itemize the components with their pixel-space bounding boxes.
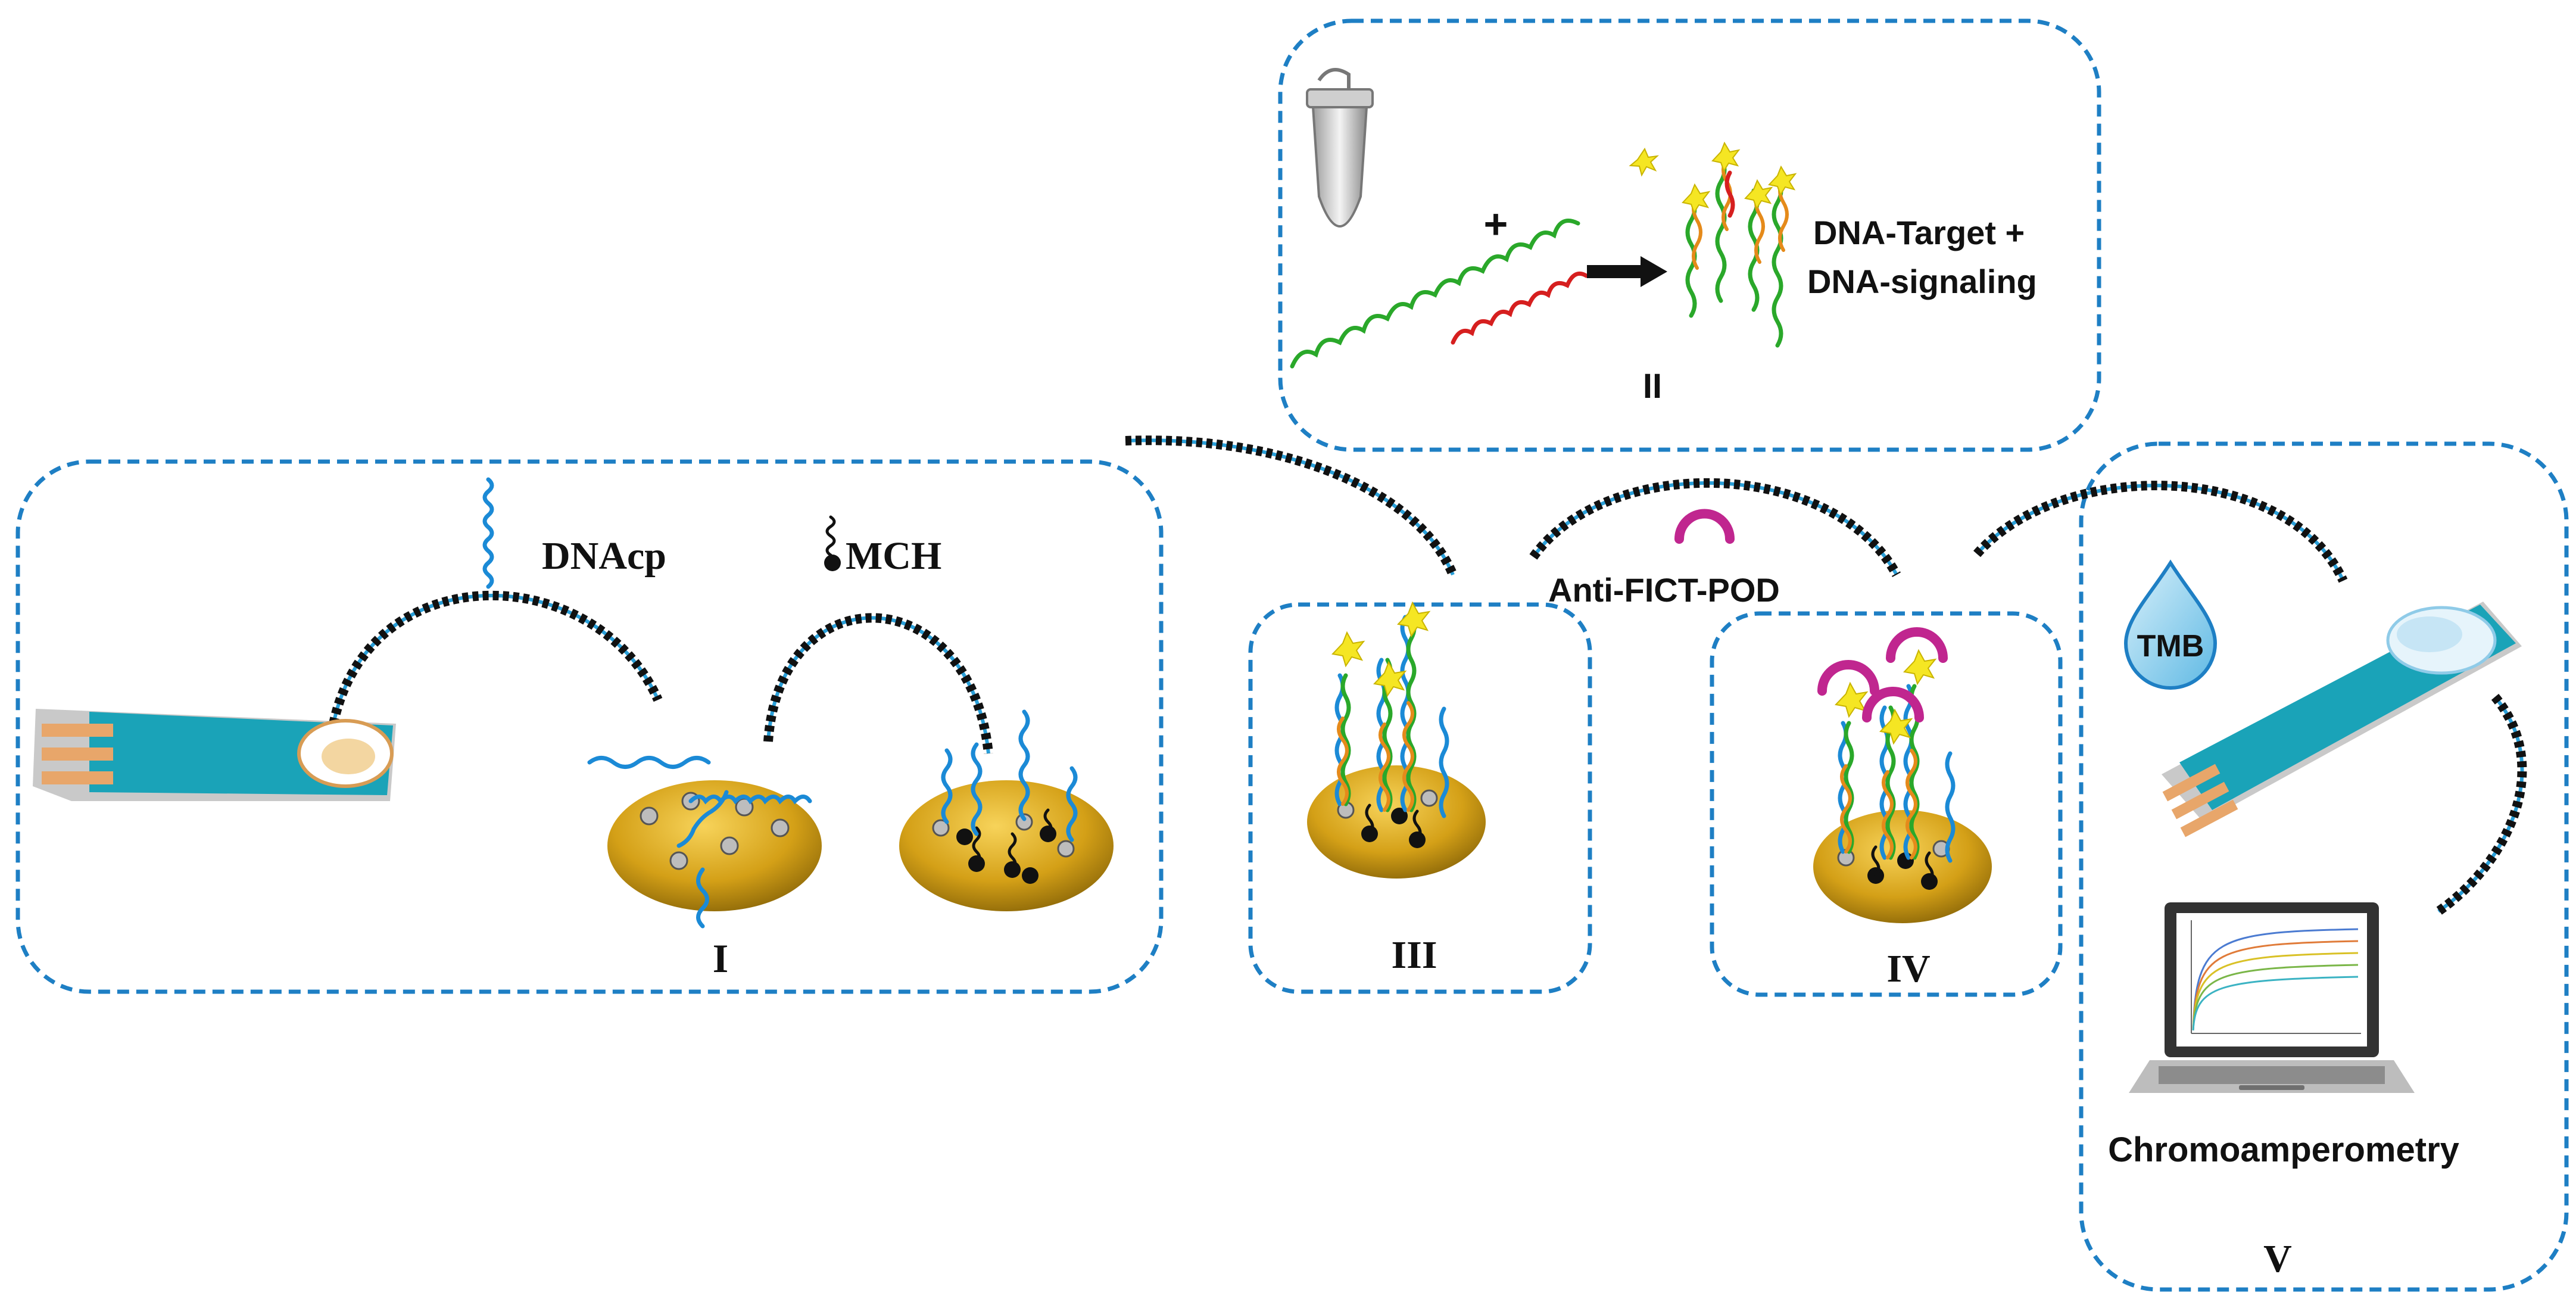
dna-signaling-strand xyxy=(1451,272,1589,345)
fluorescein-star-icon xyxy=(1629,147,1660,177)
laptop-icon xyxy=(2129,902,2415,1093)
panel-i xyxy=(15,459,1164,994)
dna-target-strand xyxy=(1290,219,1580,369)
dna-target-label-line2: DNA-signaling xyxy=(1807,263,2037,300)
anti-fict-pod-label: Anti-FICT-POD xyxy=(1548,571,1780,609)
eppendorf-tube xyxy=(1306,68,1374,228)
step-i-label: I xyxy=(713,936,728,981)
plus-sign: + xyxy=(1484,201,1508,247)
mch-label: MCH xyxy=(846,534,941,578)
dna-target-label-line1: DNA-Target + xyxy=(1813,214,2025,251)
step-iii-label: III xyxy=(1391,933,1437,977)
arrow-iv-to-v xyxy=(1973,481,2348,583)
screen-printed-electrode xyxy=(33,709,396,801)
dnacp-strand-icon xyxy=(482,477,494,589)
step-v-label: V xyxy=(2263,1237,2292,1281)
gold-electrode-hybridized xyxy=(1307,601,1486,879)
reaction-arrow-icon xyxy=(1587,256,1667,287)
dnacp-label: DNAcp xyxy=(542,534,666,578)
arrow-to-panel-iii xyxy=(1125,435,1458,577)
panel-iv xyxy=(1710,611,2063,997)
panel-v xyxy=(2079,441,2569,1292)
anti-fict-pod-icon xyxy=(1674,509,1735,544)
panel-iii xyxy=(1248,602,1592,994)
chromoamperometry-label: Chromoamperometry xyxy=(2108,1130,2459,1169)
mch-head-icon xyxy=(824,555,841,571)
tmb-label: TMB xyxy=(2137,629,2204,664)
gold-electrode-dnacp xyxy=(587,756,822,929)
chronoamperometry-curves-icon xyxy=(2191,920,2361,1034)
step-iv-label: IV xyxy=(1886,947,1930,991)
screen-printed-electrode-tmb xyxy=(2162,602,2522,837)
mch-chain-icon xyxy=(825,515,836,557)
arrow-disk-to-mch xyxy=(763,613,993,754)
gold-electrode-pod-labeled xyxy=(1813,627,1992,923)
hybridized-duplex-cluster xyxy=(1682,141,1797,348)
arrow-iii-to-iv xyxy=(1529,478,1901,577)
arrow-electrode-to-disk xyxy=(329,590,663,725)
step-ii-label: II xyxy=(1643,367,1662,406)
gold-electrode-dnacp-mch xyxy=(899,709,1114,911)
arrow-v-electrode-to-laptop xyxy=(2435,693,2527,915)
tmb-droplet-icon xyxy=(2123,559,2218,690)
panel-ii xyxy=(1278,18,2101,452)
